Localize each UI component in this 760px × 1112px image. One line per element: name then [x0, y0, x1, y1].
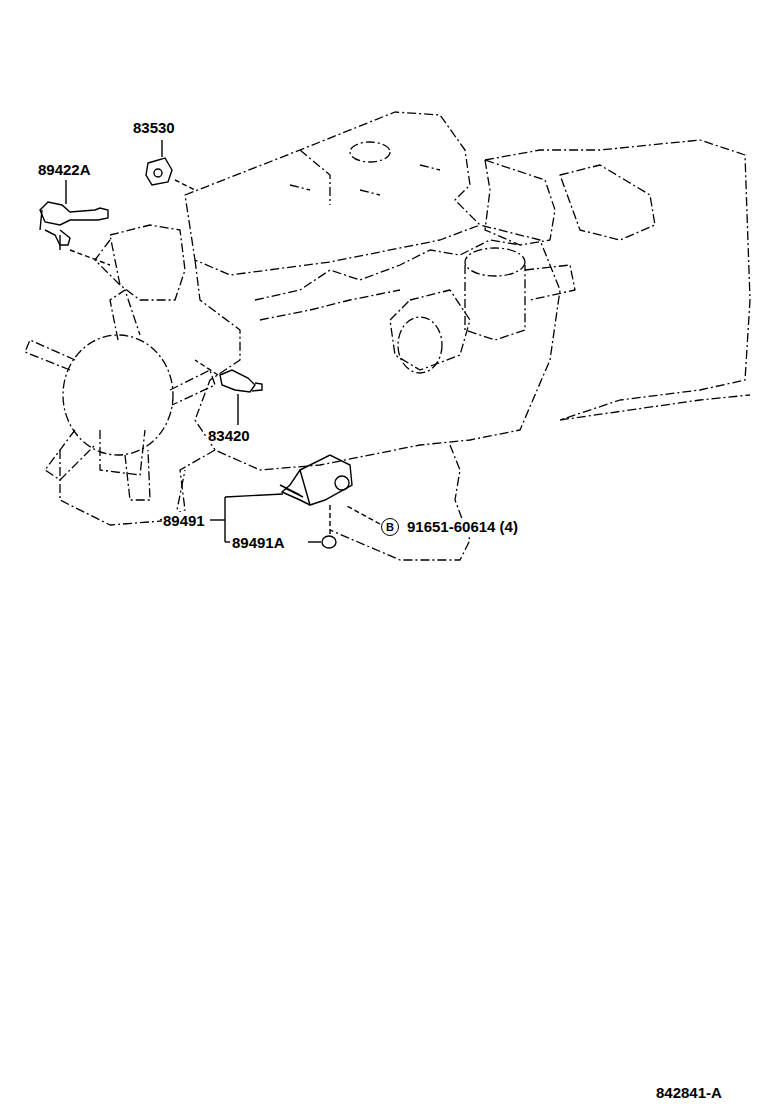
callout-number: 83420	[207, 427, 251, 444]
figure-number: 842841-A	[655, 1084, 723, 1101]
callout-number: 89491	[162, 512, 206, 529]
callout-number: 89422A	[37, 161, 92, 178]
symbol-letter: B	[386, 522, 394, 533]
callout-number: 89491A	[231, 534, 286, 551]
bolt-symbol: B	[381, 518, 399, 536]
callout-number: 83530	[132, 119, 176, 136]
part-number: 91651-60614 (4)	[406, 518, 519, 535]
